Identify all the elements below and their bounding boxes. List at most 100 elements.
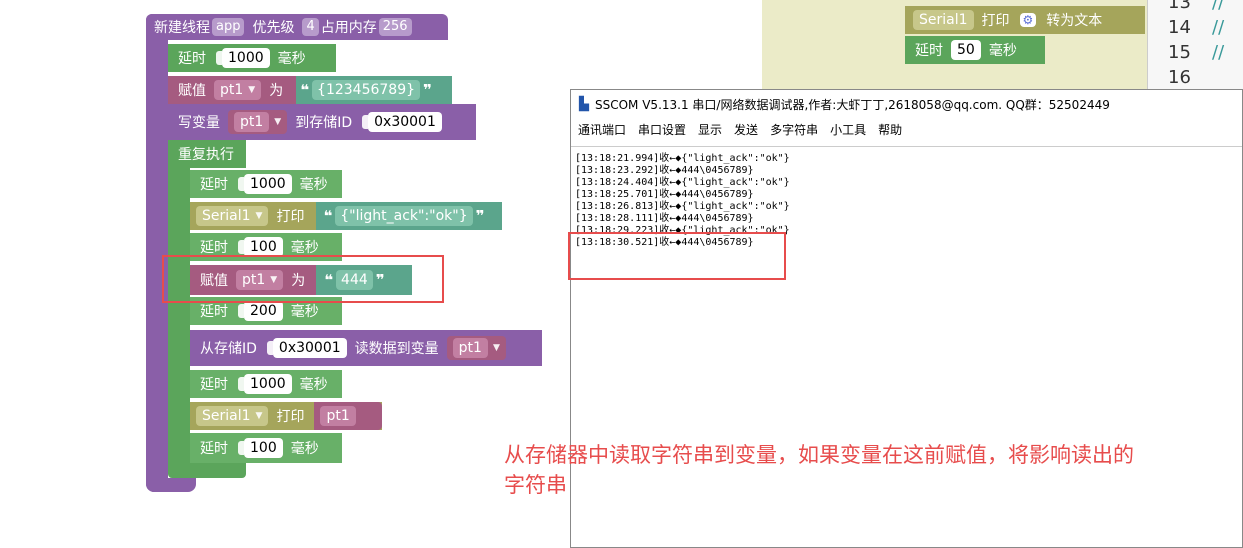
thread-block-footer: [146, 478, 196, 492]
code-line: //: [1212, 42, 1225, 63]
string-value[interactable]: {"light_ack":"ok"}: [335, 206, 473, 226]
delay-block[interactable]: 延时 1000 毫秒: [190, 370, 342, 398]
repeat-label: 重复执行: [178, 147, 234, 163]
log-line: [13:18:28.111]收←◆444\0456789}: [575, 213, 754, 224]
log-line: [13:18:23.292]收←◆444\0456789}: [575, 165, 754, 176]
priority-field[interactable]: 4: [302, 18, 319, 36]
menu-item-multi-string[interactable]: 多字符串: [770, 122, 819, 137]
log-line: [13:18:30.521]收←◆444\0456789}: [575, 237, 754, 248]
line-number: 16: [1168, 67, 1191, 88]
code-line: //: [1212, 17, 1225, 38]
bg-serial-print-block[interactable]: Serial1 打印 ⚙ 转为文本: [905, 6, 1145, 34]
thread-name-field[interactable]: app: [212, 18, 245, 36]
delay-unit: 毫秒: [290, 240, 319, 256]
assign-label: 赋值: [200, 273, 228, 289]
annotation-line-1: 从存储器中读取字符串到变量，如果变量在这前赋值，将影响读出的: [504, 443, 1134, 467]
delay-value[interactable]: 1000: [244, 174, 292, 194]
input-notch: [238, 240, 244, 254]
string-block[interactable]: ❝ {123456789} ❞: [297, 80, 435, 100]
sscom-titlebar: ▙ SSCOM V5.13.1 串口/网络数据调试器,作者:大虾丁丁,26180…: [571, 90, 1242, 118]
write-var-block[interactable]: 写变量 pt1▼ 到存储ID 0x30001: [168, 104, 476, 140]
assign-block[interactable]: 赋值 pt1▼ 为 ❝ 444 ❞: [190, 265, 412, 295]
delay-label: 延时: [178, 51, 206, 67]
string-block[interactable]: ❝ {"light_ack":"ok"} ❞: [320, 206, 487, 226]
code-line: //: [1212, 0, 1225, 13]
delay-value[interactable]: 1000: [244, 374, 292, 394]
priority-label: 优先级: [252, 20, 295, 36]
menu-item-display[interactable]: 显示: [698, 122, 723, 137]
highlight-box-log: [568, 232, 786, 280]
memory-label: 占用内存: [320, 20, 377, 36]
input-notch: [238, 441, 244, 455]
menu-item-help[interactable]: 帮助: [878, 122, 903, 137]
serial-print-block[interactable]: Serial1▼ 打印 pt1: [190, 402, 382, 430]
delay-value[interactable]: 1000: [222, 48, 270, 68]
var-get-block[interactable]: pt1: [320, 406, 356, 426]
input-notch: [266, 341, 273, 355]
serial-port-dropdown[interactable]: Serial1▼: [196, 206, 269, 226]
storage-id-field[interactable]: 0x30001: [272, 338, 347, 358]
bg-delay-block[interactable]: 延时 50 毫秒: [905, 36, 1045, 64]
line-number: 13: [1168, 0, 1191, 13]
gear-icon[interactable]: ⚙: [1019, 13, 1037, 27]
read-to-var-label: 读数据到变量: [354, 341, 439, 357]
input-notch: [362, 115, 369, 129]
delay-unit: 毫秒: [277, 51, 306, 67]
delay-label: 延时: [200, 177, 228, 193]
delay-value[interactable]: 50: [951, 40, 981, 60]
var-dropdown[interactable]: pt1▼: [228, 110, 288, 134]
var-dropdown[interactable]: pt1▼: [214, 80, 262, 100]
menu-item-port[interactable]: 通讯端口: [578, 122, 627, 137]
print-label: 打印: [276, 209, 305, 225]
repeat-block[interactable]: 重复执行: [168, 140, 246, 168]
annotation-text: 从存储器中读取字符串到变量，如果变量在这前赋值，将影响读出的 字符串: [504, 440, 1239, 500]
delay-block[interactable]: 延时 1000 毫秒: [168, 44, 336, 72]
input-notch: [238, 377, 244, 391]
open-quote-icon: ❝: [324, 271, 334, 289]
close-quote-icon: ❞: [375, 271, 385, 289]
menu-item-send[interactable]: 发送: [734, 122, 759, 137]
var-dropdown[interactable]: pt1▼: [236, 270, 284, 290]
from-storage-label: 从存储ID: [200, 341, 257, 357]
delay-unit: 毫秒: [290, 441, 319, 457]
sscom-menubar: 通讯端口 串口设置 显示 发送 多字符串 小工具 帮助: [571, 118, 1242, 140]
memory-field[interactable]: 256: [378, 18, 412, 36]
delay-unit: 毫秒: [290, 304, 319, 320]
menu-item-tools[interactable]: 小工具: [830, 122, 867, 137]
open-quote-icon: ❝: [300, 81, 310, 99]
serial-print-block[interactable]: Serial1▼ 打印 ❝ {"light_ack":"ok"} ❞: [190, 202, 502, 230]
app-icon: ▙: [579, 96, 589, 112]
string-block[interactable]: ❝ 444 ❞: [321, 270, 387, 290]
serial-port-dropdown[interactable]: Serial1▼: [196, 406, 269, 426]
read-storage-block[interactable]: 从存储ID 0x30001 读数据到变量 pt1▼: [190, 330, 542, 366]
close-quote-icon: ❞: [475, 207, 485, 225]
storage-id-field[interactable]: 0x30001: [368, 112, 442, 132]
repeat-block-body: [168, 166, 190, 466]
serial-port-dropdown[interactable]: Serial1: [913, 10, 974, 30]
annotation-line-2: 字符串: [504, 473, 567, 497]
log-line: [13:18:25.701]收←◆444\0456789}: [575, 189, 754, 200]
delay-unit: 毫秒: [299, 377, 328, 393]
delay-value[interactable]: 100: [244, 237, 283, 257]
receive-log[interactable]: [13:18:21.994]收←◆{"light_ack":"ok"} [13:…: [571, 146, 1242, 547]
to-text-label: 转为文本: [1046, 13, 1103, 29]
var-dropdown[interactable]: pt1▼: [446, 336, 506, 360]
string-value[interactable]: 444: [336, 270, 373, 290]
delay-label: 延时: [200, 377, 228, 393]
assign-label: 赋值: [178, 83, 206, 99]
delay-value[interactable]: 100: [244, 438, 283, 458]
log-line: [13:18:24.404]收←◆{"light_ack":"ok"}: [575, 177, 790, 188]
delay-label: 延时: [200, 304, 228, 320]
as-label: 为: [269, 83, 284, 99]
assign-block[interactable]: 赋值 pt1▼ 为 ❝ {123456789} ❞: [168, 76, 452, 104]
delay-block[interactable]: 延时 100 毫秒: [190, 433, 342, 463]
thread-block-body: [146, 14, 168, 492]
string-value[interactable]: {123456789}: [312, 80, 421, 100]
menu-item-serial-settings[interactable]: 串口设置: [638, 122, 687, 137]
delay-label: 延时: [915, 43, 943, 59]
print-label: 打印: [981, 13, 1010, 29]
thread-header-block[interactable]: 新建线程 app 优先级 4 占用内存 256: [146, 14, 448, 40]
delay-block[interactable]: 延时 1000 毫秒: [190, 170, 342, 198]
line-number: 14: [1168, 17, 1191, 38]
delay-value[interactable]: 200: [244, 301, 283, 321]
